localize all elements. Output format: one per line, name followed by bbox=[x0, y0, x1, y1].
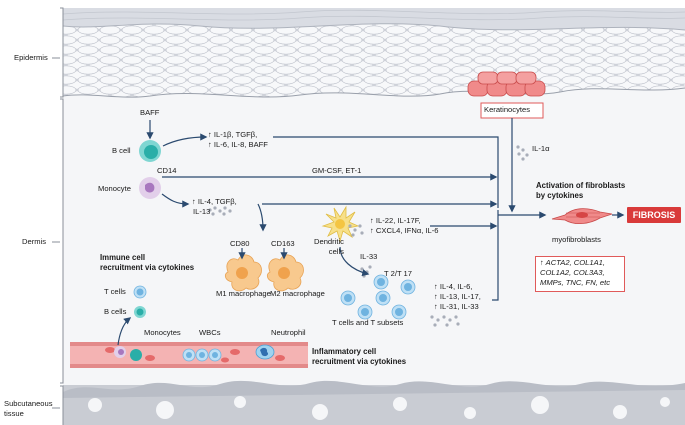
vessel-monocytes bbox=[114, 346, 142, 361]
myofibroblast bbox=[551, 208, 613, 224]
pathway-arrows bbox=[117, 118, 625, 346]
recruited-b-cell bbox=[134, 306, 146, 318]
label-wbcs: WBCs bbox=[199, 328, 221, 337]
heading-activation: Activation of fibroblasts by cytokines bbox=[536, 181, 626, 200]
keratinocytes-cluster bbox=[467, 71, 546, 97]
label-subcutaneous: Subcutaneous tissue bbox=[4, 399, 53, 418]
cytokines-bcell-2: ↑ IL-6, IL-8, BAFF bbox=[208, 140, 268, 149]
label-il33: IL-33 bbox=[360, 252, 378, 261]
label-dermis: Dermis bbox=[22, 237, 47, 246]
subcutaneous-layer bbox=[63, 380, 685, 425]
cytokine-dots bbox=[208, 145, 529, 327]
label-t-cells-subsets: T cells and T subsets bbox=[332, 318, 404, 327]
genes-line-3: MMPs, TNC, FN, etc bbox=[540, 278, 611, 287]
label-cd163: CD163 bbox=[271, 239, 295, 248]
gene-expression-box bbox=[535, 256, 625, 292]
m1-macrophage bbox=[224, 254, 262, 292]
cytokines-mono-1: ↑ IL-4, TGFβ, bbox=[192, 197, 237, 206]
cytokines-t-2: ↑ IL-13, IL-17, bbox=[434, 292, 481, 301]
label-th-subsets: T 2/T 17 bbox=[384, 269, 413, 278]
genes-line-2: COL1A2, COL3A3, bbox=[540, 268, 605, 277]
label-b-cell: B cell bbox=[112, 146, 131, 155]
cytokines-bcell-1: ↑ IL-1β, TGFβ, bbox=[208, 130, 258, 139]
label-t-cells: T cells bbox=[104, 287, 126, 296]
heading-immune-recruit: Immune cell recruitment via cytokines bbox=[100, 253, 195, 272]
t-cell-cluster bbox=[340, 274, 416, 320]
monocyte bbox=[139, 177, 161, 199]
label-keratinocytes: Keratinocytes bbox=[484, 105, 531, 114]
dendritic-cell bbox=[321, 205, 360, 243]
vessel-wbcs bbox=[182, 348, 222, 362]
fibrosis-badge: FIBROSIS bbox=[627, 207, 681, 223]
label-monocytes: Monocytes bbox=[144, 328, 181, 337]
layer-brackets bbox=[52, 7, 64, 425]
label-b-cells: B cells bbox=[104, 307, 127, 316]
epidermis-layer bbox=[62, 8, 685, 98]
label-neutrophil: Neutrophil bbox=[271, 328, 306, 337]
recruited-t-cell bbox=[133, 285, 147, 299]
cytokines-dc-1: ↑ IL-22, IL-17F, bbox=[370, 216, 421, 225]
label-myofibroblasts: myofibroblasts bbox=[552, 235, 601, 244]
cytokines-t-3: ↑ IL-31, IL-33 bbox=[434, 302, 479, 311]
cytokines-dc-2: ↑ CXCL4, IFNα, IL-6 bbox=[370, 226, 439, 235]
label-m1: M1 macrophage bbox=[216, 289, 271, 298]
genes-line-1: ↑ ACTA2, COL1A1, bbox=[540, 258, 605, 267]
b-cell bbox=[139, 140, 161, 162]
label-cd14: CD14 bbox=[157, 166, 177, 175]
cytokines-mono-2: IL-13 bbox=[193, 207, 211, 216]
cytokines-gmcsf: GM-CSF, ET-1 bbox=[312, 166, 362, 175]
neutrophil bbox=[255, 344, 275, 360]
cytokines-t-1: ↑ IL-4, IL-6, bbox=[434, 282, 473, 291]
label-il1a: IL-1α bbox=[532, 144, 550, 153]
label-baff: BAFF bbox=[140, 108, 160, 117]
label-monocyte: Monocyte bbox=[98, 184, 131, 193]
label-epidermis: Epidermis bbox=[14, 53, 48, 62]
label-m2: M2 macrophage bbox=[270, 289, 325, 298]
label-cd80: CD80 bbox=[230, 239, 250, 248]
m2-macrophage bbox=[266, 254, 304, 292]
label-dendritic: Dendritic cells bbox=[314, 237, 344, 256]
heading-inflam-recruit: Inflammatory cell recruitment via cytoki… bbox=[312, 347, 407, 366]
